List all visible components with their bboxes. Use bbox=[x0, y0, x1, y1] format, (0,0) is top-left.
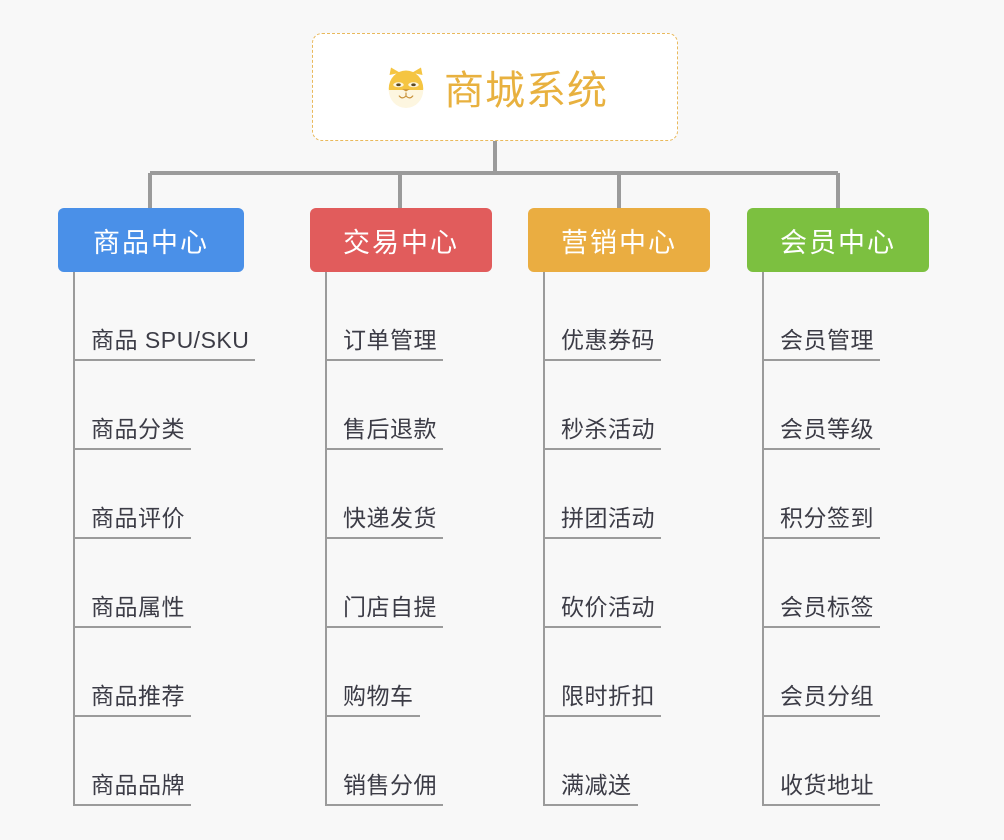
root-node[interactable]: 商城系统 bbox=[312, 33, 678, 141]
branch-header-member-center[interactable]: 会员中心 bbox=[747, 208, 929, 272]
shiba-dog-face-icon bbox=[382, 63, 430, 111]
leaf-item[interactable]: 满减送 bbox=[528, 717, 710, 806]
branch-header-label: 会员中心 bbox=[780, 227, 896, 258]
branch-header-product-center[interactable]: 商品中心 bbox=[58, 208, 244, 272]
leaf-item[interactable]: 订单管理 bbox=[310, 272, 492, 361]
branch-trade-center: 交易中心 订单管理 售后退款 快递发货 门店自提 购物车 销售分佣 bbox=[310, 208, 492, 806]
leaf-list-member-center: 会员管理 会员等级 积分签到 会员标签 会员分组 收货地址 bbox=[747, 272, 929, 806]
leaf-label: 积分签到 bbox=[780, 505, 874, 531]
leaf-item[interactable]: 门店自提 bbox=[310, 539, 492, 628]
branch-trunk-line bbox=[543, 272, 545, 806]
leaf-item[interactable]: 限时折扣 bbox=[528, 628, 710, 717]
leaf-item[interactable]: 商品评价 bbox=[58, 450, 244, 539]
leaf-label: 商品评价 bbox=[91, 505, 185, 531]
leaf-label: 快递发货 bbox=[343, 505, 437, 531]
leaf-label: 会员分组 bbox=[780, 683, 874, 709]
branch-marketing-center: 营销中心 优惠券码 秒杀活动 拼团活动 砍价活动 限时折扣 满减送 bbox=[528, 208, 710, 806]
leaf-label: 售后退款 bbox=[343, 416, 437, 442]
branch-member-center: 会员中心 会员管理 会员等级 积分签到 会员标签 会员分组 收货地址 bbox=[747, 208, 929, 806]
root-title: 商城系统 bbox=[444, 69, 608, 113]
leaf-label: 会员等级 bbox=[780, 416, 874, 442]
leaf-item[interactable]: 积分签到 bbox=[747, 450, 929, 539]
leaf-item[interactable]: 商品属性 bbox=[58, 539, 244, 628]
leaf-list-product-center: 商品 SPU/SKU 商品分类 商品评价 商品属性 商品推荐 商品品牌 bbox=[58, 272, 256, 806]
leaf-label: 购物车 bbox=[343, 683, 414, 709]
branch-header-label: 商品中心 bbox=[93, 227, 209, 258]
leaf-label: 会员管理 bbox=[780, 327, 874, 353]
branch-product-center: 商品中心 商品 SPU/SKU 商品分类 商品评价 商品属性 商品推荐 商品品牌 bbox=[58, 208, 256, 806]
leaf-label: 满减送 bbox=[561, 772, 632, 798]
leaf-label: 订单管理 bbox=[343, 327, 437, 353]
leaf-label: 收货地址 bbox=[780, 772, 874, 798]
branch-trunk-line bbox=[325, 272, 327, 806]
leaf-item[interactable]: 会员管理 bbox=[747, 272, 929, 361]
leaf-label: 商品分类 bbox=[91, 416, 185, 442]
leaf-item[interactable]: 售后退款 bbox=[310, 361, 492, 450]
leaf-item[interactable]: 商品 SPU/SKU bbox=[58, 272, 256, 361]
leaf-label: 商品 SPU/SKU bbox=[91, 327, 250, 353]
leaf-label: 限时折扣 bbox=[561, 683, 655, 709]
leaf-label: 优惠券码 bbox=[561, 327, 655, 353]
leaf-item[interactable]: 优惠券码 bbox=[528, 272, 710, 361]
leaf-item[interactable]: 商品推荐 bbox=[58, 628, 244, 717]
leaf-item[interactable]: 会员分组 bbox=[747, 628, 929, 717]
leaf-item[interactable]: 砍价活动 bbox=[528, 539, 710, 628]
leaf-list-marketing-center: 优惠券码 秒杀活动 拼团活动 砍价活动 限时折扣 满减送 bbox=[528, 272, 710, 806]
branch-header-marketing-center[interactable]: 营销中心 bbox=[528, 208, 710, 272]
leaf-label: 销售分佣 bbox=[343, 772, 437, 798]
branch-header-label: 交易中心 bbox=[343, 227, 459, 258]
branch-header-label: 营销中心 bbox=[561, 227, 677, 258]
leaf-label: 砍价活动 bbox=[561, 594, 655, 620]
leaf-item[interactable]: 会员等级 bbox=[747, 361, 929, 450]
branch-header-trade-center[interactable]: 交易中心 bbox=[310, 208, 492, 272]
leaf-item[interactable]: 会员标签 bbox=[747, 539, 929, 628]
leaf-item[interactable]: 快递发货 bbox=[310, 450, 492, 539]
leaf-item[interactable]: 收货地址 bbox=[747, 717, 929, 806]
leaf-item[interactable]: 拼团活动 bbox=[528, 450, 710, 539]
leaf-list-trade-center: 订单管理 售后退款 快递发货 门店自提 购物车 销售分佣 bbox=[310, 272, 492, 806]
leaf-label: 门店自提 bbox=[343, 594, 437, 620]
leaf-label: 商品品牌 bbox=[91, 772, 185, 798]
leaf-item[interactable]: 销售分佣 bbox=[310, 717, 492, 806]
leaf-label: 拼团活动 bbox=[561, 505, 655, 531]
leaf-item[interactable]: 购物车 bbox=[310, 628, 492, 717]
leaf-label: 商品推荐 bbox=[91, 683, 185, 709]
leaf-label: 商品属性 bbox=[91, 594, 185, 620]
leaf-label: 秒杀活动 bbox=[561, 416, 655, 442]
branch-trunk-line bbox=[73, 272, 75, 806]
branch-trunk-line bbox=[762, 272, 764, 806]
leaf-item[interactable]: 秒杀活动 bbox=[528, 361, 710, 450]
leaf-item[interactable]: 商品分类 bbox=[58, 361, 244, 450]
leaf-label: 会员标签 bbox=[780, 594, 874, 620]
leaf-item[interactable]: 商品品牌 bbox=[58, 717, 244, 806]
